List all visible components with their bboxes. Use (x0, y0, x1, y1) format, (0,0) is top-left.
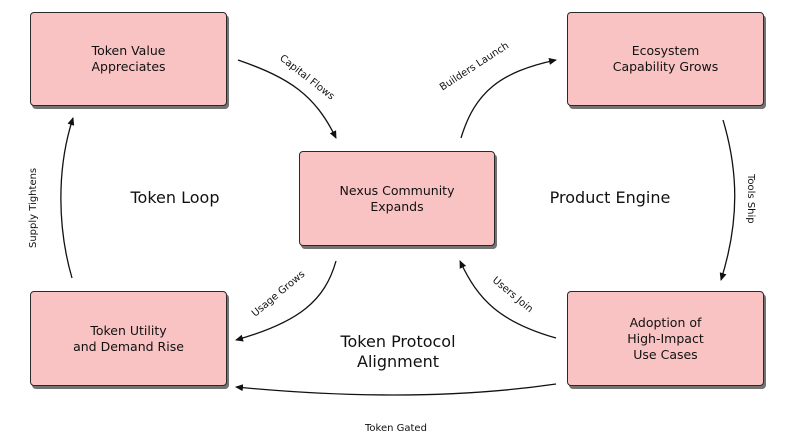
node-adoption-use-cases: Adoption of High-Impact Use Cases (567, 291, 764, 386)
node-token-utility-demand-rise: Token Utility and Demand Rise (30, 291, 227, 386)
node-nexus-community-expands: Nexus Community Expands (299, 151, 495, 246)
node-token-value-appreciates: Token Value Appreciates (30, 12, 227, 106)
loop-label-product-engine: Product Engine (549, 188, 671, 207)
arrow-builders-launch (460, 58, 557, 139)
arrow-capital-flows (237, 59, 337, 139)
arrow-usage-grows (235, 260, 337, 342)
arrow-users-join (459, 260, 557, 339)
node-ecosystem-capability-grows: Ecosystem Capability Grows (567, 12, 764, 106)
arrow-supply-tightens (60, 117, 75, 279)
edge-label-supply-tightens: Supply Tightens (28, 167, 39, 248)
node-label: Nexus Community Expands (339, 182, 455, 214)
edge-label-tools-ship: Tools Ship (745, 174, 756, 224)
arrow-tools-ship (719, 119, 736, 281)
loop-label-token-protocol-alignment: Token Protocol Alignment (340, 332, 456, 371)
loop-label-token-loop: Token Loop (130, 188, 220, 207)
arrow-token-gated (235, 383, 557, 396)
node-label: Ecosystem Capability Grows (612, 43, 719, 74)
node-label: Adoption of High-Impact Use Cases (627, 314, 704, 362)
edge-label-token-gated: Token Gated (365, 423, 427, 434)
node-label: Token Utility and Demand Rise (73, 322, 184, 354)
node-label: Token Value Appreciates (91, 43, 166, 74)
